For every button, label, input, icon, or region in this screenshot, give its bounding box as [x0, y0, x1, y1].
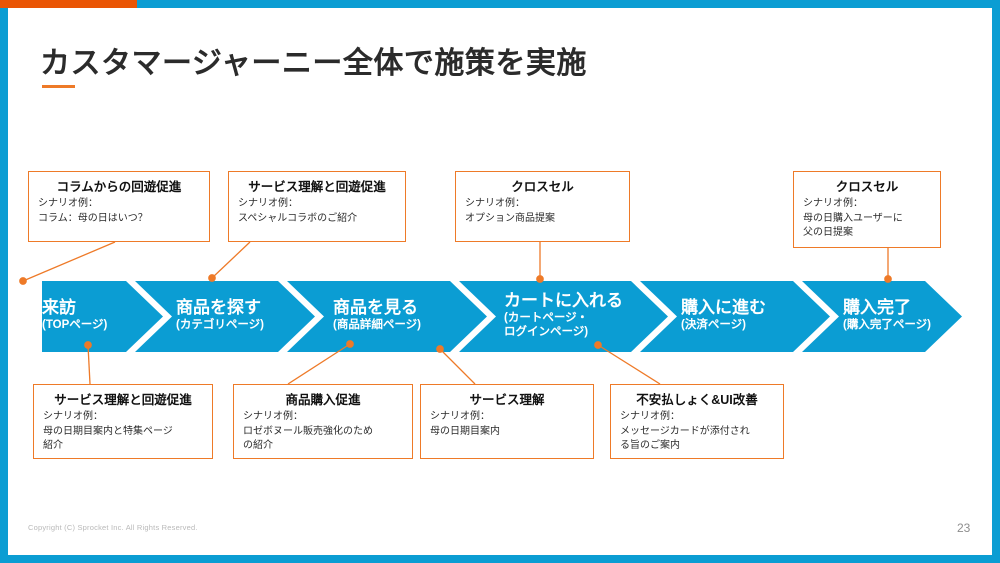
- stage-label-6[interactable]: 購入完了 (購入完了ページ): [843, 298, 931, 332]
- stage-subtitle-4-line1: (カートページ・: [504, 311, 589, 324]
- stage-label-3[interactable]: 商品を見る (商品詳細ページ): [333, 298, 421, 332]
- stage-subtitle-3: (商品詳細ページ): [333, 318, 421, 331]
- callout-bottom-1-lead: シナリオ例：: [43, 411, 103, 423]
- stage-subtitle-2: (カテゴリページ): [176, 318, 264, 331]
- stage-title-4: カートに入れる: [504, 291, 623, 310]
- callout-bottom-1-title: サービス理解と回遊促進: [54, 393, 192, 407]
- callout-top-4[interactable]: クロスセル シナリオ例： 母の日購入ユーザーに 父の日提案: [793, 171, 941, 248]
- stage-title-1: 来訪: [42, 298, 76, 317]
- callout-bottom-1-body-line1: 母の日期目案内と特集ページ: [43, 425, 173, 437]
- callout-bottom-3-lead: シナリオ例：: [430, 411, 490, 423]
- stage-title-5: 購入に進む: [681, 298, 766, 317]
- callout-top-3-body-line1: オプション商品提案: [465, 212, 555, 224]
- stage-subtitle-1: (TOPページ): [42, 318, 108, 331]
- title-underline-rule: [42, 85, 75, 88]
- callout-bottom-4[interactable]: 不安払しょく&UI改善 シナリオ例： メッセージカードが添付され る旨のご案内: [610, 384, 784, 459]
- stage-label-5[interactable]: 購入に進む (決済ページ): [681, 298, 766, 332]
- callout-top-2-title: サービス理解と回遊促進: [248, 180, 386, 194]
- callout-bottom-3-title: サービス理解: [469, 393, 545, 407]
- callout-top-4-title: クロスセル: [835, 180, 899, 194]
- frame-bottom-blue-bar: [0, 555, 1000, 563]
- page-title: カスタマージャーニー全体で施策を実施: [40, 47, 587, 80]
- stage-subtitle-6: (購入完了ページ): [843, 318, 931, 331]
- callout-bottom-3-body-line1: 母の日期目案内: [430, 425, 500, 437]
- callout-bottom-4-body-line1: メッセージカードが添付され: [620, 425, 750, 437]
- callout-top-2[interactable]: サービス理解と回遊促進 シナリオ例： スペシャルコラボのご紹介: [228, 171, 406, 242]
- callout-bottom-4-body-line2: る旨のご案内: [620, 440, 680, 452]
- callout-bottom-3[interactable]: サービス理解 シナリオ例： 母の日期目案内: [420, 384, 594, 459]
- callout-bottom-2-body-line1: ロゼボヌール販売強化のため: [243, 425, 373, 437]
- stage-title-3: 商品を見る: [333, 298, 418, 317]
- stage-title-6: 購入完了: [843, 298, 911, 317]
- callout-top-4-body-line1: 母の日購入ユーザーに: [803, 212, 903, 224]
- stage-title-2: 商品を探す: [176, 298, 261, 317]
- callout-top-3-title: クロスセル: [511, 180, 574, 194]
- copyright-text: Copyright (C) Sprocket Inc. All Rights R…: [28, 523, 198, 532]
- callout-top-3-lead: シナリオ例：: [465, 198, 525, 210]
- callout-top-3[interactable]: クロスセル シナリオ例： オプション商品提案: [455, 171, 630, 242]
- frame-left-blue-bar: [0, 8, 8, 563]
- callout-top-4-body-line2: 父の日提案: [803, 227, 853, 239]
- callout-bottom-2-lead: シナリオ例：: [243, 411, 303, 423]
- callout-top-2-body-line1: スペシャルコラボのご紹介: [238, 212, 358, 224]
- stage-label-2[interactable]: 商品を探す (カテゴリページ): [176, 298, 264, 332]
- callout-bottom-4-title: 不安払しょく&UI改善: [636, 393, 758, 407]
- frame-top-orange-bar: [0, 0, 137, 8]
- callout-top-4-lead: シナリオ例：: [803, 198, 863, 210]
- callout-top-1[interactable]: コラムからの回遊促進 シナリオ例： コラム：母の日はいつ？: [28, 171, 210, 242]
- callout-bottom-4-lead: シナリオ例：: [620, 411, 680, 423]
- callout-top-1-body-line1: コラム：母の日はいつ？: [38, 212, 148, 224]
- callout-bottom-2-body-line2: の紹介: [243, 440, 273, 452]
- callout-top-1-title: コラムからの回遊促進: [56, 180, 182, 194]
- stage-label-1[interactable]: 来訪 (TOPページ): [42, 298, 107, 332]
- callout-bottom-2[interactable]: 商品購入促進 シナリオ例： ロゼボヌール販売強化のため の紹介: [233, 384, 413, 459]
- frame-top-blue-bar: [137, 0, 1000, 8]
- page-number: 23: [957, 521, 971, 535]
- stage-subtitle-4-line2: ログインページ): [504, 325, 589, 338]
- callout-bottom-1-body-line2: 紹介: [43, 440, 63, 452]
- callout-bottom-1[interactable]: サービス理解と回遊促進 シナリオ例： 母の日期目案内と特集ページ 紹介: [33, 384, 213, 459]
- callout-top-1-lead: シナリオ例：: [38, 198, 98, 210]
- callout-bottom-2-title: 商品購入促進: [285, 393, 361, 407]
- callout-top-2-lead: シナリオ例：: [238, 198, 298, 210]
- stage-label-4[interactable]: カートに入れる (カートページ・ ログインページ): [504, 291, 623, 339]
- stage-subtitle-5: (決済ページ): [681, 318, 746, 331]
- frame-right-blue-bar: [992, 8, 1000, 563]
